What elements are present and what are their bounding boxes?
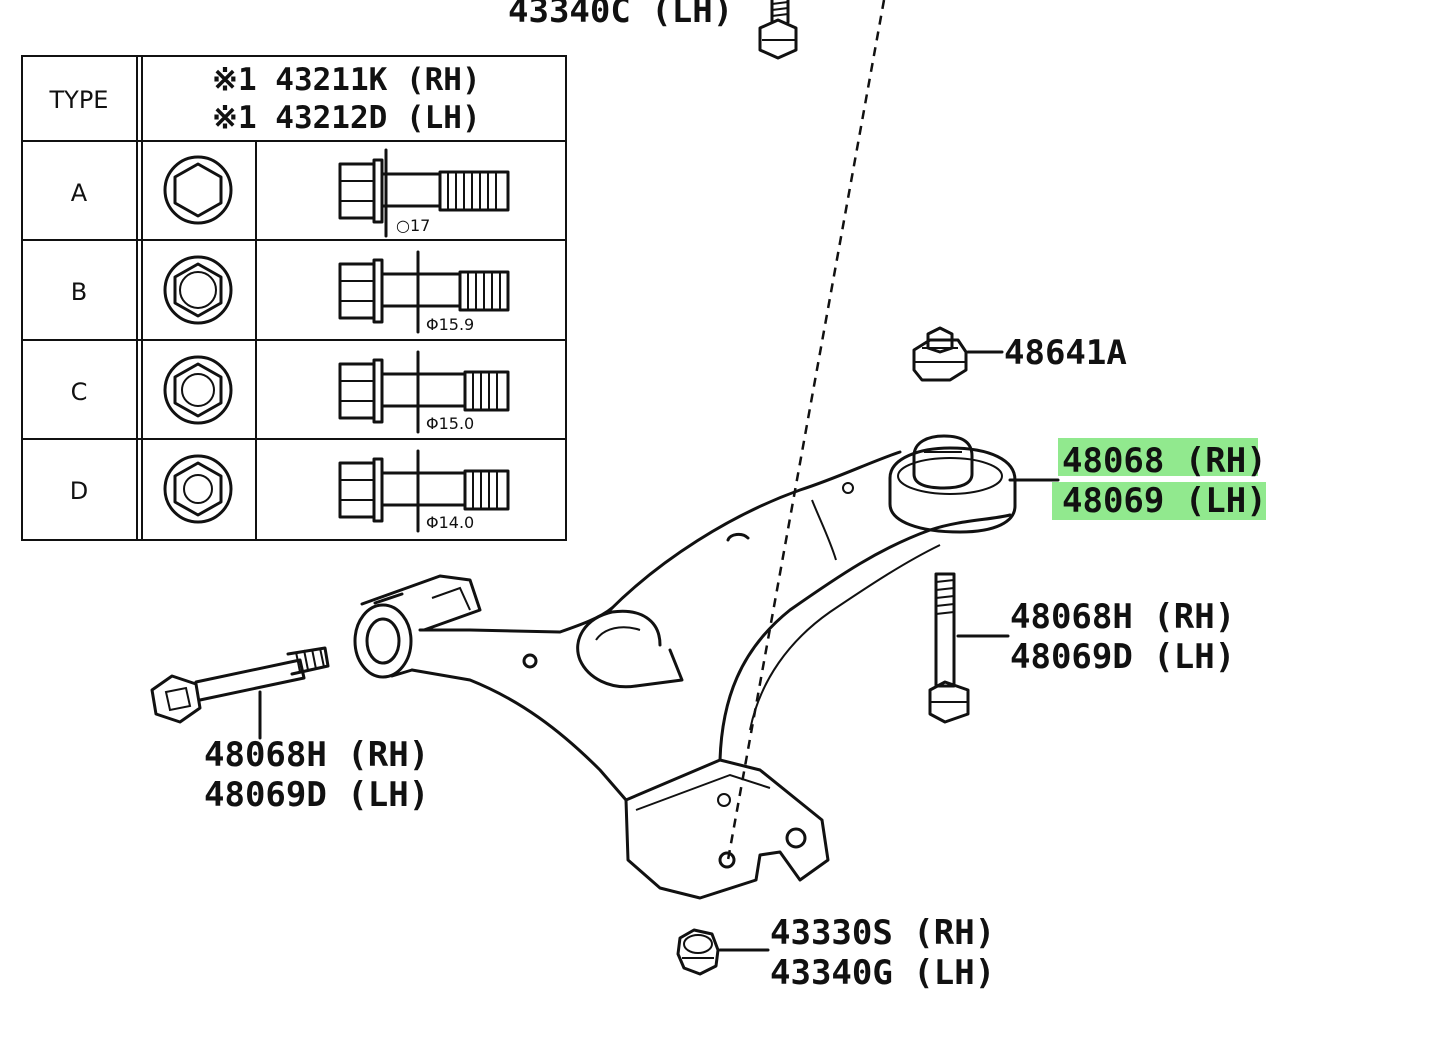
type-c-bolt-icon — [338, 350, 510, 434]
type-c-head-icon — [163, 355, 233, 425]
lower-control-arm — [353, 434, 1017, 900]
nut-48641a-icon — [912, 326, 968, 382]
type-d-label: D — [70, 477, 88, 505]
arm-label-rh: 48068 (RH) — [1062, 441, 1267, 481]
nut-48641a-label: 48641A — [1004, 333, 1127, 373]
left-bolt-label-rh: 48068H (RH) — [204, 735, 429, 775]
top-bolt-label: 43340C (LH) — [508, 0, 733, 31]
bottom-nut-icon — [676, 928, 720, 976]
top-bolt-icon — [758, 0, 798, 60]
right-bolt-label-rh: 48068H (RH) — [1010, 597, 1235, 637]
right-bolt-icon — [928, 572, 970, 724]
alignment-dashed-line — [726, 0, 886, 861]
bottom-nut-label-lh: 43340G (LH) — [770, 953, 995, 993]
type-d-head-icon — [163, 454, 233, 524]
highlight-rh — [1058, 438, 1258, 476]
table-part-rh: ※1 43211K (RH) — [212, 62, 481, 98]
type-a-label: A — [71, 179, 88, 207]
type-b-bolt-icon — [338, 250, 510, 334]
bottom-nut-label-rh: 43330S (RH) — [770, 913, 995, 953]
type-d-dimension: Φ14.0 — [426, 513, 474, 532]
type-c-dimension: Φ15.0 — [426, 414, 474, 433]
right-bolt-label-lh: 48069D (LH) — [1010, 637, 1235, 677]
type-b-head-icon — [163, 255, 233, 325]
arm-label-lh: 48069 (LH) — [1062, 481, 1267, 521]
type-a-head-icon — [163, 155, 233, 225]
type-header: TYPE — [49, 86, 109, 114]
type-c-label: C — [71, 378, 88, 406]
type-b-label: B — [71, 278, 87, 306]
bolt-type-table: TYPE ※1 43211K (RH) ※1 43212D (LH) A B C… — [21, 55, 567, 541]
highlight-lh — [1052, 482, 1266, 520]
type-a-dimension: ○17 — [396, 216, 430, 235]
type-d-bolt-icon — [338, 449, 510, 533]
type-a-bolt-icon — [338, 148, 510, 238]
left-bolt-icon — [150, 646, 330, 724]
type-b-dimension: Φ15.9 — [426, 315, 474, 334]
left-bolt-label-lh: 48069D (LH) — [204, 775, 429, 815]
table-part-lh: ※1 43212D (LH) — [212, 100, 481, 136]
